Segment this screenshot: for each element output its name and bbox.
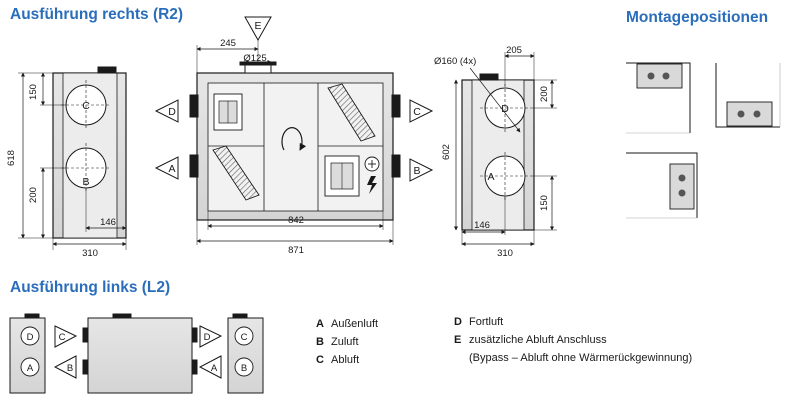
arrow-label-b-right: B	[413, 165, 420, 177]
legend-item-b: B Zuluft	[316, 336, 359, 348]
dim-618: 618	[6, 150, 17, 166]
l2-port-label-a: A	[27, 363, 34, 374]
legend-text-e: zusätzliche Abluft Anschluss	[469, 334, 607, 346]
dim-602: 602	[441, 144, 452, 160]
dim-310-left: 310	[82, 248, 98, 259]
port-label-c-left: C	[82, 100, 90, 112]
legend-key-a: A	[316, 318, 324, 330]
arrow-a-left	[154, 156, 179, 180]
legend-key-c: C	[316, 354, 324, 366]
l2-port-label-b: B	[241, 363, 247, 374]
legend-key-d: D	[454, 316, 462, 328]
arrow-label-c-right: C	[413, 106, 421, 118]
arrow-c-right	[409, 99, 434, 123]
l2-arrow-a-in	[198, 355, 222, 379]
legend-text-b: Zuluft	[331, 336, 359, 348]
l2-front-view	[82, 313, 198, 394]
legend-item-c: C Abluft	[316, 354, 359, 366]
side-view-right	[453, 52, 557, 247]
arrow-e-top	[244, 16, 272, 42]
l2-arrow-d-out	[199, 325, 223, 348]
l2-arrow-b-out	[53, 355, 77, 379]
legend-key-e: E	[454, 334, 462, 346]
dim-205: 205	[506, 45, 522, 56]
arrow-b-right	[409, 158, 434, 182]
heading-right-version: Ausführung rechts (R2)	[10, 6, 184, 23]
dim-150-right: 150	[539, 195, 550, 211]
dim-146-left: 146	[100, 217, 116, 228]
mounting-position-3	[626, 152, 698, 219]
arrow-d-left	[154, 99, 179, 123]
l2-arrow-label-a: A	[211, 363, 218, 374]
l2-arrow-label-b: B	[67, 363, 73, 374]
dim-150-left: 150	[28, 84, 39, 100]
legend-text-c: Abluft	[331, 354, 360, 366]
l2-port-label-c: C	[241, 332, 248, 343]
dim-d160-4x: Ø160 (4x)	[434, 56, 476, 67]
legend-text-a: Außenluft	[331, 318, 379, 330]
heading-mounting-positions: Montagepositionen	[626, 9, 769, 26]
l2-side-view-right	[227, 313, 264, 394]
side-view-left	[18, 66, 127, 250]
dim-200-right: 200	[539, 86, 550, 102]
arrow-label-e: E	[254, 20, 261, 32]
legend-key-b: B	[316, 336, 324, 348]
dim-245: 245	[220, 38, 236, 49]
legend-text-d: Fortluft	[469, 316, 504, 328]
legend-note-bypass: (Bypass – Abluft ohne Wärmerückgewinnung…	[469, 352, 693, 364]
front-view	[189, 40, 401, 245]
port-label-d-right: D	[501, 103, 509, 115]
port-label-b-left: B	[82, 176, 89, 188]
legend-item-a: A Außenluft	[316, 318, 378, 330]
l2-arrow-label-c: C	[59, 332, 66, 343]
l2-side-view-left	[9, 313, 46, 394]
arrow-label-a-left: A	[168, 163, 175, 175]
dim-146-right: 146	[474, 220, 490, 231]
legend-item-d: D Fortluft	[454, 316, 503, 328]
l2-arrow-c-in	[54, 325, 78, 348]
dim-310-right: 310	[497, 248, 513, 259]
dim-842: 842	[288, 215, 304, 226]
dim-200-left: 200	[28, 187, 39, 203]
mounting-position-1	[626, 62, 691, 134]
port-label-a-right: A	[487, 171, 494, 183]
l2-arrow-label-d: D	[204, 332, 211, 343]
dim-871: 871	[288, 245, 304, 256]
l2-port-label-d: D	[27, 332, 34, 343]
arrow-label-d-left: D	[168, 106, 176, 118]
heading-left-version: Ausführung links (L2)	[10, 279, 171, 296]
mounting-position-2	[715, 63, 781, 128]
dim-d125: Ø125	[243, 53, 266, 64]
